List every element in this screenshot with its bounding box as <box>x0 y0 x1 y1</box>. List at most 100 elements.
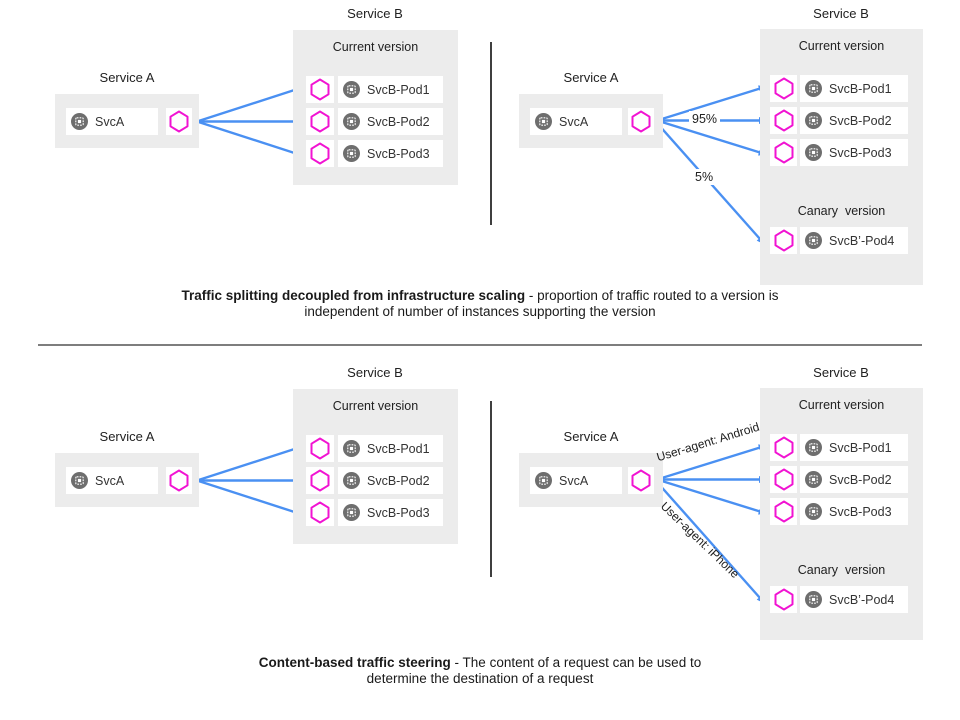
envoy-hexagon-icon <box>631 469 651 492</box>
caption-rest: - proportion of traffic routed to a vers… <box>525 288 779 303</box>
pod-box-svcb-pod2: SvcB-Pod2 <box>338 108 443 135</box>
envoy-hexagon-icon <box>169 469 189 492</box>
pod-box-svcb-pod4: SvcB’-Pod4 <box>800 227 908 254</box>
pod-chip-icon <box>535 113 552 130</box>
panel-divider-vertical-bottom <box>490 401 492 577</box>
pod-chip-icon <box>343 440 360 457</box>
envoy-hexagon-icon <box>310 78 330 101</box>
envoy-hexagon-icon <box>774 77 793 100</box>
pod-chip-icon <box>343 504 360 521</box>
pod-label: SvcA <box>559 473 589 488</box>
caption-content-based-steering: Content-based traffic steering - The con… <box>0 655 960 687</box>
envoy-hexagon-icon <box>774 141 793 164</box>
service-a-label: Service A <box>99 70 155 85</box>
pod-label: SvcB-Pod1 <box>829 81 892 96</box>
pod-box-svca: SvcA <box>66 467 158 494</box>
envoy-proxy-box <box>306 499 334 526</box>
caption-line-2: independent of number of instances suppo… <box>304 304 656 319</box>
pod-box-svcb-pod3: SvcB-Pod3 <box>338 140 443 167</box>
caption-rest: - The content of a request can be used t… <box>450 655 702 670</box>
envoy-proxy-box <box>306 435 334 462</box>
envoy-proxy-box <box>628 108 654 135</box>
envoy-proxy-box <box>770 466 797 493</box>
pod-label: SvcB-Pod1 <box>367 441 430 456</box>
pod-chip-icon <box>535 472 552 489</box>
canary-version-label: Canary version <box>797 563 886 577</box>
envoy-hexagon-icon <box>310 142 330 165</box>
envoy-proxy-box <box>770 75 797 102</box>
pod-box-svca: SvcA <box>66 108 158 135</box>
pod-box-svcb-pod2: SvcB-Pod2 <box>800 107 908 134</box>
pod-box-svcb-pod1: SvcB-Pod1 <box>800 434 908 461</box>
edge-label-5-percent: 5% <box>692 169 717 185</box>
envoy-proxy-box <box>306 140 334 167</box>
pod-label: SvcB-Pod3 <box>829 145 892 160</box>
edge-label-95-percent: 95% <box>689 111 721 127</box>
pod-box-svcb-pod1: SvcB-Pod1 <box>338 435 443 462</box>
envoy-proxy-box <box>770 139 797 166</box>
envoy-proxy-box <box>166 108 192 135</box>
pod-label: SvcB’-Pod4 <box>829 233 895 248</box>
pod-chip-icon <box>71 472 88 489</box>
caption-bold: Traffic splitting decoupled from infrast… <box>181 288 526 303</box>
pod-label: SvcB’-Pod4 <box>829 592 895 607</box>
service-a-label: Service A <box>99 429 155 444</box>
service-b-label: Service B <box>813 6 869 21</box>
pod-chip-icon <box>343 145 360 162</box>
envoy-proxy-box <box>166 467 192 494</box>
envoy-proxy-box <box>770 586 797 613</box>
envoy-proxy-box <box>306 467 334 494</box>
envoy-hexagon-icon <box>774 229 793 252</box>
current-version-label: Current version <box>798 39 885 53</box>
pod-box-svcb-pod3: SvcB-Pod3 <box>338 499 443 526</box>
pod-box-svcb-pod2: SvcB-Pod2 <box>338 467 443 494</box>
pod-label: SvcB-Pod2 <box>367 114 430 129</box>
service-a-label: Service A <box>563 70 619 85</box>
current-version-label: Current version <box>798 398 885 412</box>
envoy-hexagon-icon <box>631 110 651 133</box>
envoy-hexagon-icon <box>774 109 793 132</box>
panel-divider-vertical-top <box>490 42 492 225</box>
pod-chip-icon <box>805 591 822 608</box>
pod-label: SvcB-Pod2 <box>367 473 430 488</box>
service-b-label: Service B <box>347 365 403 380</box>
envoy-proxy-box <box>306 76 334 103</box>
service-b-label: Service B <box>347 6 403 21</box>
envoy-proxy-box <box>306 108 334 135</box>
current-version-label: Current version <box>332 399 419 413</box>
pod-label: SvcB-Pod3 <box>367 505 430 520</box>
service-b-label: Service B <box>813 365 869 380</box>
pod-chip-icon <box>343 113 360 130</box>
pod-label: SvcB-Pod3 <box>829 504 892 519</box>
envoy-hexagon-icon <box>169 110 189 133</box>
service-a-label: Service A <box>563 429 619 444</box>
pod-label: SvcB-Pod2 <box>829 472 892 487</box>
pod-label: SvcB-Pod2 <box>829 113 892 128</box>
caption-line-2: determine the destination of a request <box>366 671 594 686</box>
pod-label: SvcA <box>95 473 125 488</box>
envoy-hexagon-icon <box>310 501 330 524</box>
pod-chip-icon <box>805 112 822 129</box>
pod-chip-icon <box>805 232 822 249</box>
caption-bold: Content-based traffic steering <box>258 655 451 670</box>
pod-chip-icon <box>71 113 88 130</box>
pod-chip-icon <box>805 503 822 520</box>
envoy-proxy-box <box>770 227 797 254</box>
envoy-proxy-box <box>628 467 654 494</box>
section-divider-horizontal <box>38 344 922 346</box>
pod-label: SvcA <box>95 114 125 129</box>
envoy-hexagon-icon <box>310 437 330 460</box>
pod-label: SvcA <box>559 114 589 129</box>
envoy-hexagon-icon <box>310 110 330 133</box>
envoy-hexagon-icon <box>774 436 793 459</box>
pod-chip-icon <box>343 472 360 489</box>
pod-label: SvcB-Pod3 <box>367 146 430 161</box>
pod-box-svcb-pod3: SvcB-Pod3 <box>800 498 908 525</box>
pod-box-svcb-pod1: SvcB-Pod1 <box>338 76 443 103</box>
pod-box-svca: SvcA <box>530 467 622 494</box>
caption-traffic-splitting: Traffic splitting decoupled from infrast… <box>0 288 960 320</box>
canary-version-label: Canary version <box>797 204 886 218</box>
envoy-hexagon-icon <box>774 588 793 611</box>
